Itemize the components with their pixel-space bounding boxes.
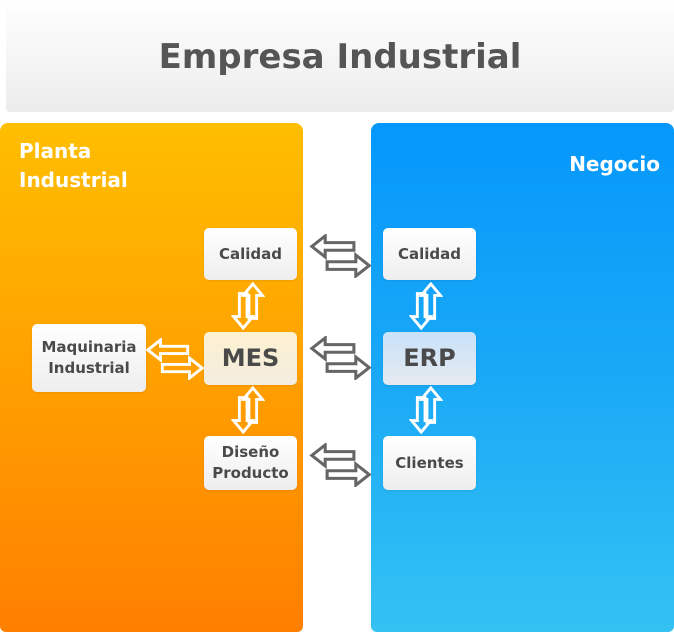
diagram-title: Empresa Industrial — [158, 37, 522, 77]
node-mes-label: MES — [221, 344, 280, 372]
node-plant-quality-label: Calidad — [218, 244, 282, 263]
arrow-plant-quality-mes-icon — [232, 282, 264, 330]
plant-panel-title-line2: Industrial — [19, 168, 128, 192]
node-product-design: Diseño Producto — [204, 436, 297, 490]
business-panel-title: Negocio — [569, 152, 660, 176]
plant-panel-title-line1: Planta — [19, 139, 92, 163]
arrow-quality-quality-icon — [310, 234, 371, 278]
arrow-design-clients-icon — [310, 443, 371, 487]
node-machinery-label-line2: Industrial — [48, 359, 130, 377]
node-machinery-label-line1: Maquinaria — [41, 338, 137, 356]
arrow-machinery-mes-icon — [146, 338, 204, 380]
plant-panel-title: Planta Industrial — [19, 137, 128, 195]
node-erp-label: ERP — [403, 344, 456, 372]
arrow-mes-product-design-icon — [232, 386, 264, 434]
node-product-design-label-line1: Diseño — [221, 443, 280, 461]
node-plant-quality: Calidad — [204, 228, 297, 280]
node-business-quality: Calidad — [383, 228, 476, 280]
node-business-quality-label: Calidad — [397, 244, 461, 263]
diagram-header: Empresa Industrial — [6, 0, 674, 112]
arrow-erp-clients-icon — [410, 386, 442, 434]
node-mes: MES — [204, 332, 297, 385]
arrow-mes-erp-icon — [310, 336, 371, 380]
arrow-business-quality-erp-icon — [410, 282, 442, 330]
node-machinery: Maquinaria Industrial — [32, 324, 146, 392]
node-erp: ERP — [383, 332, 476, 385]
node-clients: Clientes — [383, 436, 476, 490]
node-product-design-label-line2: Producto — [212, 464, 289, 482]
node-clients-label: Clientes — [395, 453, 464, 472]
